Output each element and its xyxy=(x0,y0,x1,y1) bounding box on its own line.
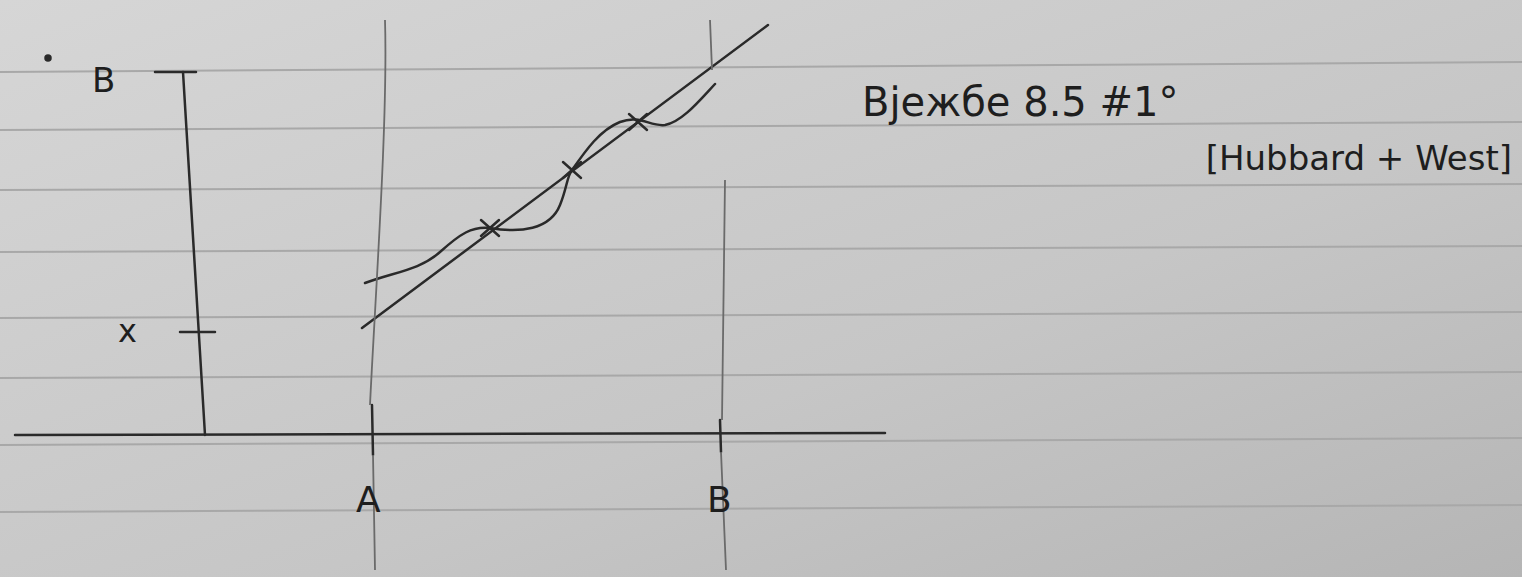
diagonal-line xyxy=(362,25,768,328)
axis-label: B xyxy=(92,62,115,99)
cross-mark xyxy=(563,162,581,178)
axis-label: B xyxy=(707,480,732,520)
axis-tick xyxy=(155,71,196,74)
exercise-note: Вјежбе 8.5 #1° xyxy=(862,80,1178,124)
cross-marks xyxy=(481,114,647,236)
rule-line xyxy=(0,312,1522,318)
axis-tick xyxy=(720,420,721,452)
rule-line xyxy=(0,62,1522,72)
cross-mark xyxy=(629,114,647,130)
exercise-note: [Hubbard + West] xyxy=(1206,140,1512,177)
plot-sketch xyxy=(15,25,885,455)
pen-dot xyxy=(46,56,51,61)
rule-line xyxy=(0,438,1522,445)
rule-line xyxy=(0,372,1522,378)
axis-tick xyxy=(180,331,215,334)
rule-line xyxy=(0,505,1522,512)
rule-line xyxy=(0,184,1522,190)
cross-mark xyxy=(481,220,499,236)
axis-label: A xyxy=(356,480,381,520)
ruled-lines xyxy=(0,62,1522,512)
rule-line xyxy=(0,122,1522,130)
axis-tick xyxy=(372,405,373,455)
wavy-curve xyxy=(365,84,715,283)
guide-lines xyxy=(370,20,726,570)
axis-label: x xyxy=(118,314,137,349)
x-axis xyxy=(15,433,885,435)
rule-line xyxy=(0,246,1522,252)
y-axis xyxy=(183,72,205,435)
